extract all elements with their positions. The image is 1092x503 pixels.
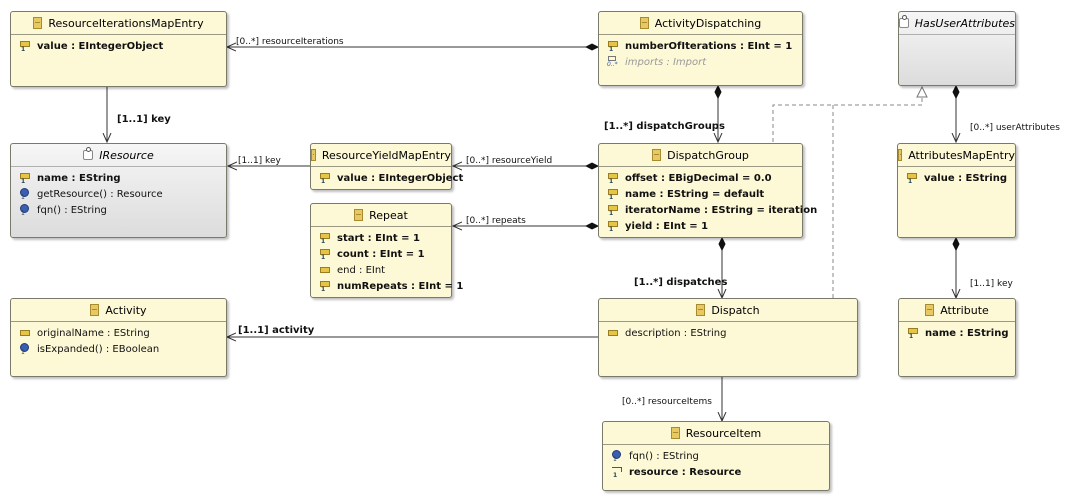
attribute-icon [607,172,619,185]
attribute-row[interactable]: name : EString [907,325,1015,341]
attribute-row[interactable]: value : EIntegerObject [19,38,226,54]
reference-row[interactable]: resource : Resource [611,464,829,480]
attribute-row[interactable]: offset : EBigDecimal = 0.0 [607,170,802,186]
attribute-row[interactable]: start : EInt = 1 [319,230,451,246]
attribute-icon [907,327,919,340]
class-resource-item[interactable]: ResourceItem fqn() : EString resource : … [602,421,830,491]
attribute-row[interactable]: numRepeats : EInt = 1 [319,278,463,294]
class-dispatch[interactable]: Dispatch description : EString [598,298,858,377]
class-icon [652,149,662,161]
attribute-row[interactable]: end : EInt [319,262,451,278]
class-name: ResourceItem [685,426,762,440]
class-attributes-map-entry[interactable]: AttributesMapEntry value : EString [897,143,1016,238]
class-icon [925,304,935,316]
class-has-user-attributes[interactable]: HasUserAttributes [898,11,1016,86]
class-dispatch-group[interactable]: DispatchGroup offset : EBigDecimal = 0.0… [598,143,817,238]
label-resource-yield: [0..*] resourceYield [466,156,553,166]
operation-icon [19,188,31,201]
attribute-icon [319,280,331,293]
attribute-icon [319,172,331,185]
class-icon [670,427,680,439]
attribute-icon [19,40,31,53]
attribute-row[interactable]: count : EInt = 1 [319,246,451,262]
class-name: AttributesMapEntry [908,148,1015,162]
class-icon [696,304,706,316]
generalization-dispatchgroup [772,87,922,142]
label-resource-iterations: [0..*] resourceIterations [236,37,344,47]
attribute-icon [19,172,31,185]
class-attribute[interactable]: Attribute name : EString [898,298,1016,377]
class-name: DispatchGroup [667,148,749,162]
class-name: Dispatch [711,303,760,317]
operation-row[interactable]: isExpanded() : EBoolean [19,341,226,357]
operation-row[interactable]: fqn() : EString [19,202,226,218]
attribute-icon [319,264,331,276]
operation-icon [19,343,31,356]
interface-icon [83,147,94,160]
attribute-row[interactable]: value : EString [906,170,1015,186]
attribute-icon [319,232,331,245]
label-activity: [1..1] activity [238,325,315,336]
attribute-row[interactable]: name : EString = default [607,186,802,202]
operation-row[interactable]: getResource() : Resource [19,186,226,202]
class-icon [354,209,364,221]
class-icon [311,149,316,161]
attribute-icon [19,327,31,339]
class-resource-iterations-map-entry[interactable]: ResourceIterationsMapEntry value : EInte… [10,11,227,87]
attribute-row[interactable]: originalName : EString [19,325,226,341]
class-name: Activity [105,303,147,317]
class-activity[interactable]: Activity originalName : EString isExpand… [10,298,227,377]
class-name: Repeat [369,208,408,222]
class-name: Attribute [940,303,989,317]
attribute-icon [607,204,619,217]
attribute-icon [607,188,619,201]
attribute-icon [906,172,918,185]
label-repeats: [0..*] repeats [466,216,526,226]
class-activity-dispatching[interactable]: ActivityDispatching numberOfIterations :… [598,11,803,86]
class-icon [33,17,43,29]
label-key3: [1..1] key [970,279,1013,289]
operation-row[interactable]: fqn() : EString [611,448,829,464]
reference-icon [611,466,623,479]
attribute-row[interactable]: description : EString [607,325,857,341]
attribute-icon [607,40,619,53]
class-name: ResourceYieldMapEntry [321,148,451,162]
class-resource-yield-map-entry[interactable]: ResourceYieldMapEntry value : EIntegerOb… [310,143,463,190]
label-resource-items: [0..*] resourceItems [622,397,712,407]
attribute-icon [319,248,331,261]
attribute-icon [607,220,619,233]
attribute-row[interactable]: numberOfIterations : EInt = 1 [607,38,802,54]
label-dispatches: [1..*] dispatches [634,277,728,288]
label-user-attributes: [0..*] userAttributes [970,123,1060,133]
class-repeat[interactable]: Repeat start : EInt = 1 count : EInt = 1… [310,203,463,298]
interface-icon [899,15,909,28]
attribute-row[interactable]: value : EIntegerObject [319,170,463,186]
class-name: HasUserAttributes [914,16,1015,30]
class-icon [898,149,903,161]
label-key2: [1..1] key [238,156,281,166]
attribute-icon [607,327,619,339]
class-iresource[interactable]: IResource name : EString getResource() :… [10,143,227,238]
attribute-row[interactable]: yield : EInt = 1 [607,218,802,234]
multi-reference-icon [607,56,619,68]
class-name: ActivityDispatching [654,16,762,30]
reference-row[interactable]: imports : Import [607,54,802,70]
class-name: IResource [99,148,154,162]
label-dispatch-groups: [1..*] dispatchGroups [604,121,725,132]
attribute-row[interactable]: name : EString [19,170,226,186]
attribute-row[interactable]: iteratorName : EString = iteration [607,202,817,218]
class-icon [90,304,100,316]
class-name: ResourceIterationsMapEntry [48,16,204,30]
operation-icon [611,450,623,463]
label-key1: [1..1] key [117,114,171,125]
class-icon [639,17,649,29]
operation-icon [19,204,31,217]
